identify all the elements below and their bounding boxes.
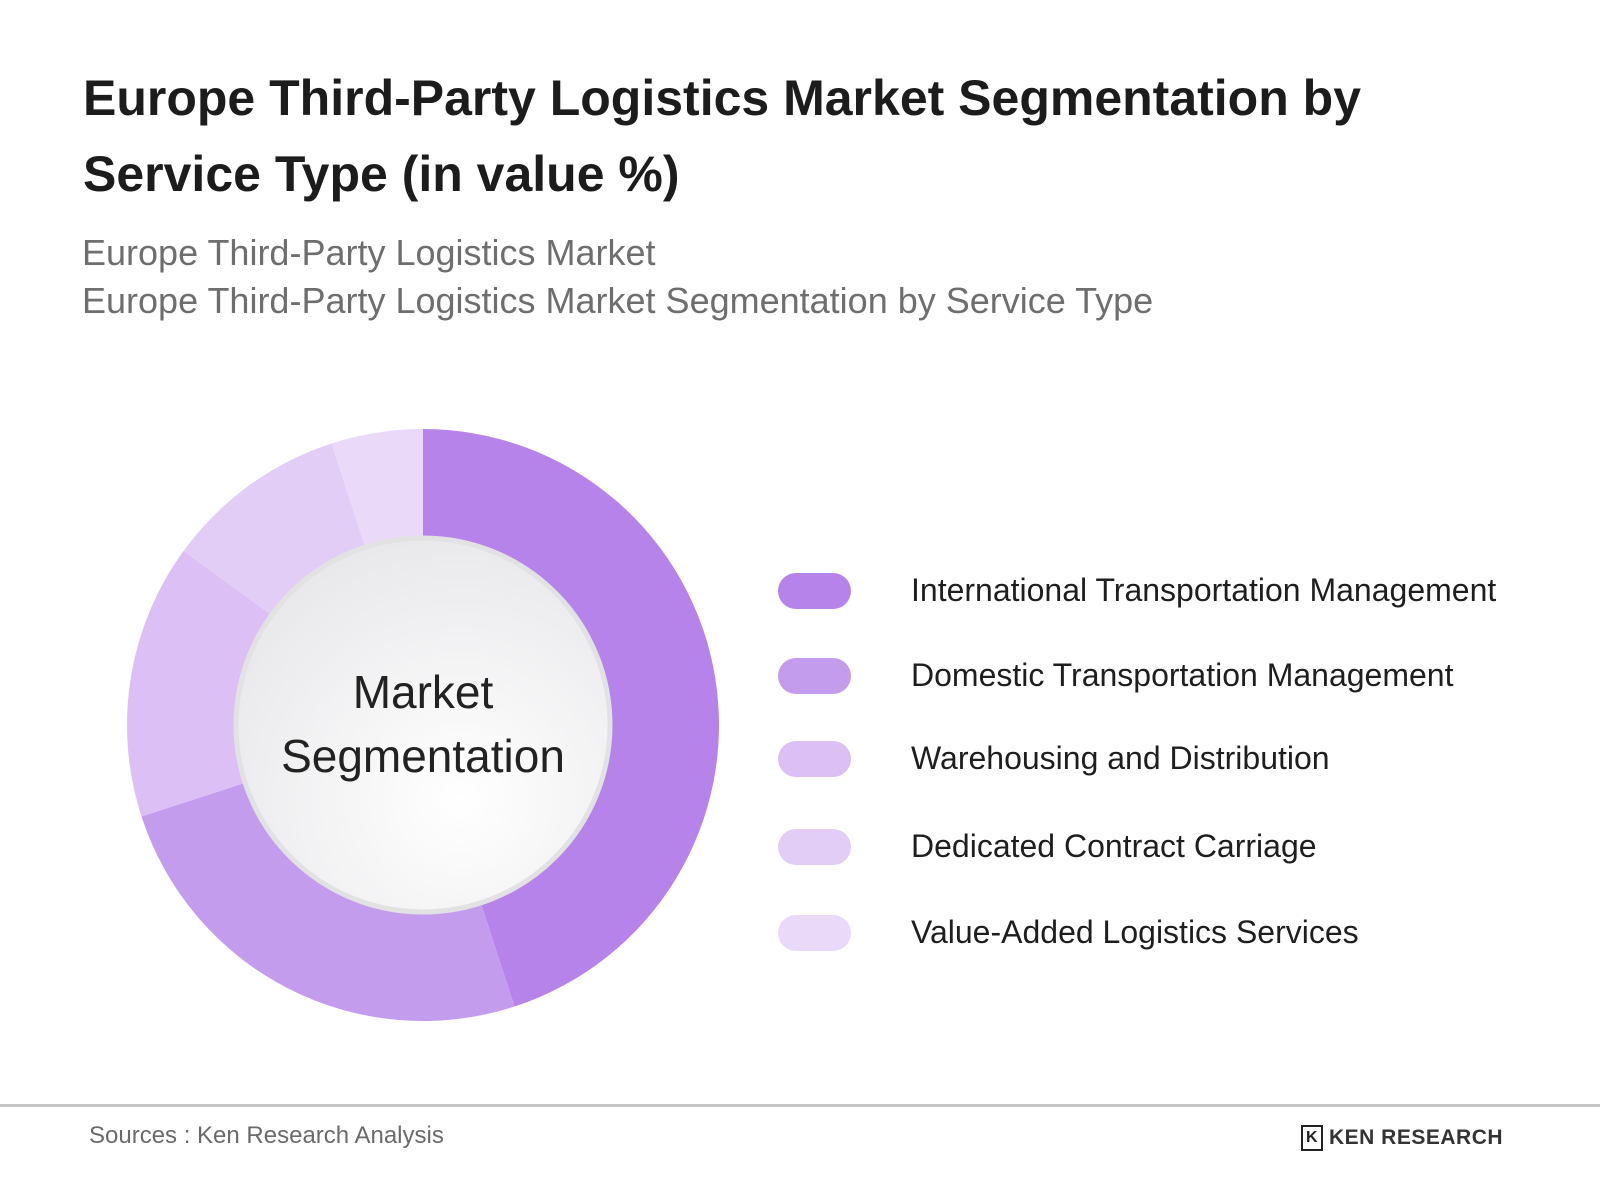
legend-item: Warehousing and Distribution — [778, 740, 1330, 777]
legend-swatch — [778, 740, 851, 777]
subtitle-segmentation: Europe Third-Party Logistics Market Segm… — [82, 280, 1154, 321]
footer-divider — [0, 1104, 1600, 1107]
donut-slice-2 — [141, 771, 515, 1021]
donut-center — [233, 535, 613, 915]
legend-item: Dedicated Contract Carriage — [778, 828, 1317, 865]
legend-swatch — [778, 657, 851, 694]
legend-item: Value-Added Logistics Services — [778, 914, 1359, 951]
sources-note: Sources : Ken Research Analysis — [89, 1122, 444, 1149]
legend-label: Value-Added Logistics Services — [911, 914, 1359, 950]
ken-research-logo: K KEN RESEARCH — [1301, 1125, 1503, 1151]
legend-swatch — [778, 914, 851, 951]
legend-label: International Transportation Management — [911, 572, 1497, 608]
subtitle-market: Europe Third-Party Logistics Market — [82, 232, 656, 273]
logo-k-icon: K — [1301, 1125, 1323, 1151]
legend-label: Dedicated Contract Carriage — [911, 828, 1317, 864]
legend-swatch — [778, 828, 851, 865]
legend-label: Domestic Transportation Management — [911, 657, 1454, 693]
center-label: Market Segmentation — [253, 660, 593, 788]
center-label-line-1: Market — [352, 666, 494, 718]
legend-label: Warehousing and Distribution — [911, 740, 1330, 776]
legend-item: International Transportation Management — [778, 572, 1496, 609]
legend-item: Domestic Transportation Management — [778, 657, 1453, 694]
legend-swatch — [778, 572, 851, 609]
logo-text: KEN RESEARCH — [1329, 1126, 1504, 1149]
center-label-line-2: Segmentation — [281, 730, 565, 782]
chart-title: Europe Third-Party Logistics Market Segm… — [83, 70, 1362, 202]
